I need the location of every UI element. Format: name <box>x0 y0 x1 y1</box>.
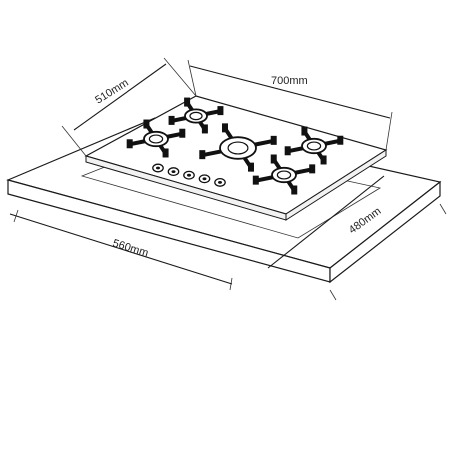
pan-support-foot <box>309 164 316 174</box>
pan-support-foot <box>284 146 291 156</box>
burner-cap <box>189 111 203 121</box>
depth-dimension-line <box>73 63 167 131</box>
pan-support-foot <box>168 115 175 125</box>
control-knobs <box>152 163 226 187</box>
width-extension-right <box>385 111 393 151</box>
burner-cap <box>276 170 292 180</box>
pan-support-arm <box>250 138 277 148</box>
glass-right-edge <box>285 149 387 221</box>
burner-cap <box>148 134 164 144</box>
burner-center-wok <box>199 123 277 172</box>
pan-support-foot <box>217 106 224 116</box>
burner-front-left <box>126 119 186 158</box>
depth-extension-bottom <box>61 125 87 157</box>
pan-support-arm <box>199 148 226 158</box>
knob-center <box>171 170 176 174</box>
pan-support-foot <box>270 135 277 145</box>
pan-support-foot <box>247 162 254 172</box>
pan-support-foot <box>162 148 169 158</box>
pan-support-foot <box>184 97 191 107</box>
cutout-depth-dimension-line <box>267 175 385 269</box>
pan-support-foot <box>201 124 208 134</box>
pan-support-foot <box>337 135 344 145</box>
burner-cap <box>306 141 322 151</box>
pan-support-foot <box>320 155 327 165</box>
countertop-right-edge <box>329 180 441 284</box>
hob-width-label: 700mm <box>271 75 308 87</box>
pan-support-foot <box>270 154 277 164</box>
width-dimension-line <box>189 65 391 119</box>
burner-cap <box>227 141 249 155</box>
pan-support-foot <box>291 185 298 195</box>
knob-center <box>156 166 160 170</box>
depth-extension-top <box>163 57 197 97</box>
cutout-width-dimension-line <box>9 213 233 285</box>
dimension-hob-width: 700mm <box>187 59 393 151</box>
width-extension-left <box>187 59 197 97</box>
cutout-width-label: 560mm <box>111 237 150 259</box>
pan-support-foot <box>252 175 259 185</box>
pan-support-foot <box>143 119 150 129</box>
burners <box>126 97 344 195</box>
burner-rear-right <box>284 126 344 165</box>
pan-support-foot <box>199 150 206 160</box>
knob-center <box>218 181 222 184</box>
pan-support-foot <box>179 128 186 138</box>
cutout-depth-extension-back <box>439 203 447 215</box>
pan-support-arm <box>291 167 315 176</box>
pan-support-arm <box>253 174 277 183</box>
pan-support-foot <box>301 126 308 136</box>
knob-center <box>202 177 207 181</box>
burner-rear-left <box>168 97 224 134</box>
cutout-depth-extension-front <box>329 289 337 301</box>
knob-center <box>187 173 191 177</box>
pan-support-foot <box>222 123 229 133</box>
burner-front-right <box>252 154 316 195</box>
pan-support-foot <box>126 139 133 149</box>
